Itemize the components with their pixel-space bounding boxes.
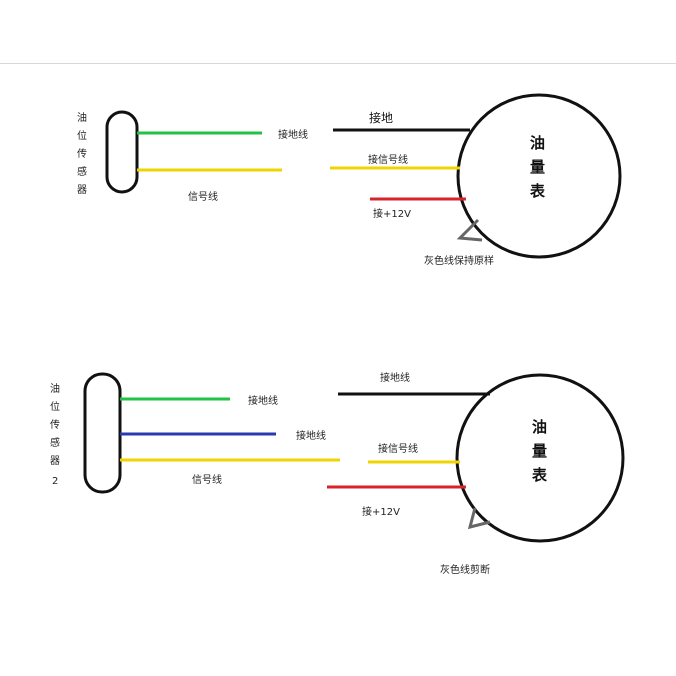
diagram-1: 油 位 传 感 器 接地线 信号线 油 量 表 接地 接信号线 接+12V 灰色… [77, 93, 622, 267]
sensor-label-char: 油 [50, 382, 60, 395]
gauge-label-char: 油 [530, 134, 545, 152]
signal-wire-label: 信号线 [192, 473, 222, 486]
gauge-ground-label: 接地 [369, 110, 393, 125]
fuel-level-sensor-2 [83, 372, 122, 494]
sensor-label-char: 位 [50, 400, 60, 413]
sensor-label-char: 感 [77, 165, 87, 178]
sensor-label-char: 器 [50, 455, 60, 467]
sensor-label-char: 2 [52, 476, 58, 487]
gauge-label-char: 油 [532, 418, 547, 436]
sensor-label-char: 感 [50, 436, 60, 449]
gray-wire-label: 灰色线保持原样 [424, 254, 494, 267]
sensor-ground-blue-label: 接地线 [296, 429, 326, 442]
gauge-label-char: 量 [532, 442, 547, 460]
gauge-label-char: 表 [532, 466, 548, 484]
signal-wire-label: 信号线 [188, 190, 218, 203]
gauge-label-char: 表 [530, 182, 546, 200]
sensor-label-char: 传 [77, 148, 87, 160]
top-divider [0, 63, 676, 64]
gray-wire [456, 218, 483, 242]
fuel-gauge-2 [455, 373, 625, 543]
gauge-ground-label: 接地线 [380, 371, 410, 384]
sensor-label-char: 器 [77, 184, 87, 196]
gray-wire-label: 灰色线剪断 [440, 563, 490, 576]
fuel-level-sensor [105, 110, 139, 194]
sensor-label-char: 传 [50, 419, 60, 431]
gauge-label-char: 量 [530, 158, 545, 176]
power-label: 接+12V [362, 505, 400, 518]
sensor-ground-green-label: 接地线 [248, 394, 278, 407]
diagram-2: 油 位 传 感 器 2 接地线 接地线 信号线 油 量 表 接地线 接信号线 接… [50, 371, 625, 576]
gauge-signal-label: 接信号线 [378, 442, 418, 455]
sensor-label-char: 位 [77, 129, 87, 142]
gray-wire [467, 507, 491, 530]
fuel-gauge [456, 93, 622, 259]
gauge-signal-label: 接信号线 [368, 153, 408, 166]
sensor-ground-label: 接地线 [278, 128, 308, 141]
power-label: 接+12V [373, 207, 411, 220]
sensor-label-char: 油 [77, 111, 87, 124]
